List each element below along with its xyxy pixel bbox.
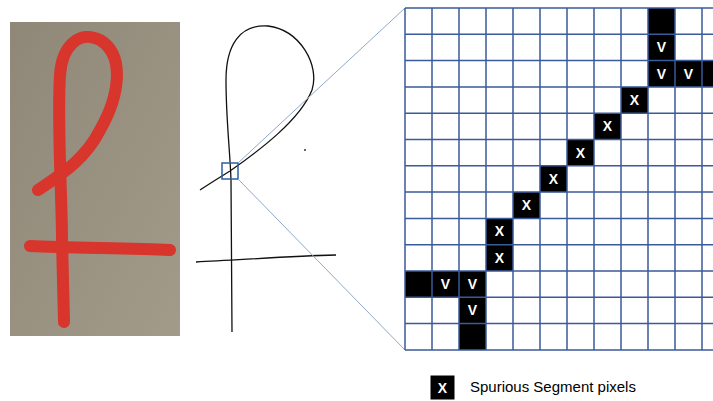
pixel-mark: X [540, 166, 567, 192]
pixel-grid-ground [405, 8, 713, 350]
legend-mark: X [429, 375, 456, 401]
pixel-mark: V [432, 271, 459, 297]
legend-entry: Spurious Segment pixels [470, 378, 636, 396]
pixel-mark: X [567, 140, 594, 166]
skeleton-letter [196, 26, 336, 332]
zoom-box [222, 163, 238, 179]
pixel-mark: V [675, 61, 702, 87]
pixel-mark: V [648, 34, 675, 60]
legend-text: Spurious Segment pixels [470, 378, 636, 395]
pixel-mark: X [621, 87, 648, 113]
pixel-mark: X [594, 113, 621, 139]
noise-dot [304, 149, 306, 151]
pixel-mark: V [459, 297, 486, 323]
pixel-mark: X [486, 218, 513, 244]
pixel-mark: X [486, 245, 513, 271]
pixel-mark: X [513, 192, 540, 218]
legend-swatch [430, 375, 455, 400]
red-letter [30, 37, 170, 322]
zoom-line [238, 179, 405, 350]
photo-background [10, 22, 180, 336]
zoom-line [238, 8, 405, 163]
pixel-mark: V [648, 61, 675, 87]
pixel-mark: V [459, 271, 486, 297]
pixel-grid [405, 8, 713, 350]
pixel-cells [405, 8, 713, 350]
